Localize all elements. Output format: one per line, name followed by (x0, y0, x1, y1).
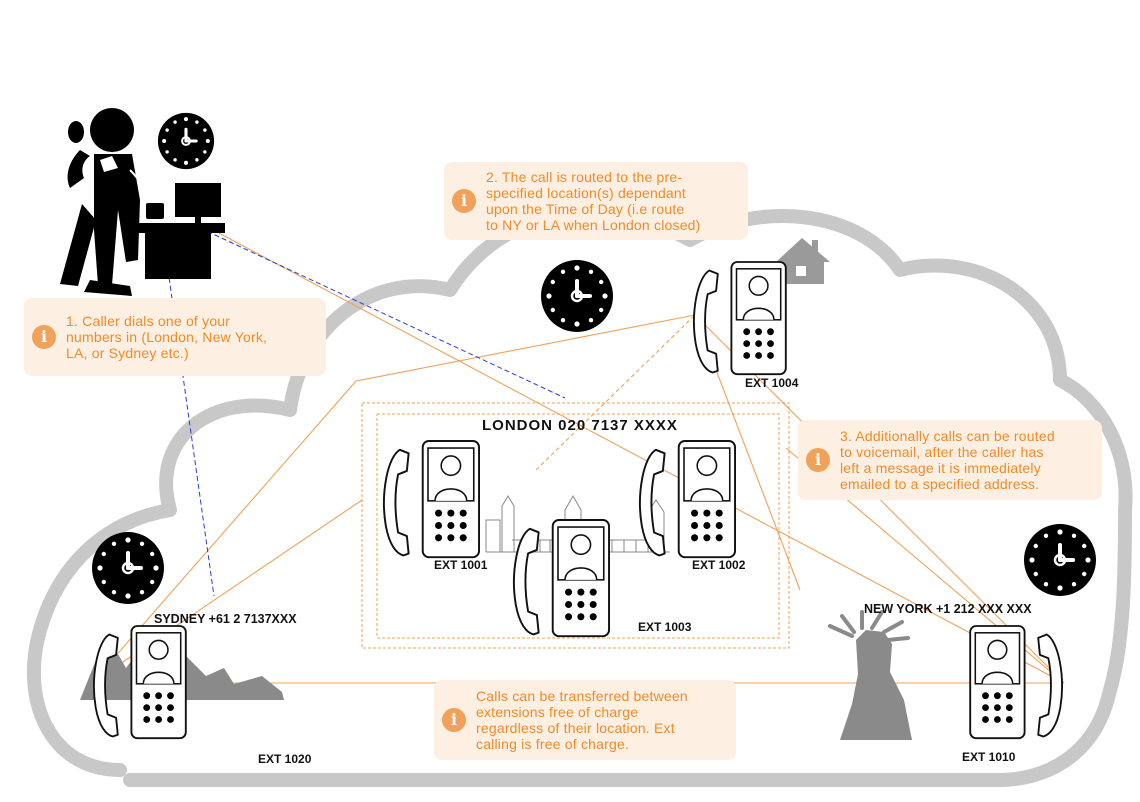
desk-phone-icon (639, 440, 737, 559)
info-icon: i (806, 448, 830, 472)
desk-phone-icon (969, 625, 1063, 740)
callout-step-3: i 3. Additionally calls can be routed to… (798, 420, 1102, 500)
london-number-label: LONDON 020 7137 XXXX (482, 417, 678, 434)
house-icon (776, 238, 830, 284)
callout-step-1-text: 1. Caller dials one of your numbers in (… (66, 313, 268, 361)
sydney-number-label: SYDNEY +61 2 7137XXX (154, 612, 297, 626)
callout-transfer: i Calls can be transferred between exten… (434, 680, 736, 760)
new-york-number-label: NEW YORK +1 212 XXX XXX (864, 602, 1032, 616)
ext-1004-label: EXT 1004 (745, 376, 799, 390)
desk-computer-icon (135, 183, 225, 279)
callout-step-3-text: 3. Additionally calls can be routed to v… (840, 428, 1055, 492)
statue-of-liberty-icon (828, 610, 912, 740)
info-icon: i (32, 325, 56, 349)
clock-icon (90, 530, 166, 606)
callout-transfer-text: Calls can be transferred between extensi… (476, 688, 688, 752)
london-office-outer-box (361, 402, 790, 649)
callout-step-1: i 1. Caller dials one of your numbers in… (24, 298, 326, 376)
ext-1002-label: EXT 1002 (692, 558, 746, 572)
ext-1020-label: EXT 1020 (258, 752, 312, 766)
info-icon: i (442, 708, 466, 732)
ext-1003-label: EXT 1003 (638, 620, 692, 634)
callout-step-2: i 2. The call is routed to the pre- spec… (444, 162, 748, 240)
callout-step-2-text: 2. The call is routed to the pre- specif… (486, 169, 701, 233)
clock-icon (539, 258, 615, 334)
ext-1010-label: EXT 1010 (962, 750, 1016, 764)
desk-phone-icon (693, 261, 787, 376)
london-office-inner-box (376, 413, 780, 639)
ext-1001-label: EXT 1001 (434, 558, 488, 572)
info-icon: i (452, 189, 476, 213)
clock-icon (1022, 522, 1098, 598)
clock-icon (156, 111, 216, 171)
caller-person-icon (60, 108, 157, 296)
desk-phone-icon (513, 519, 611, 638)
desk-phone-icon (383, 440, 481, 559)
caller-lines (167, 227, 566, 597)
